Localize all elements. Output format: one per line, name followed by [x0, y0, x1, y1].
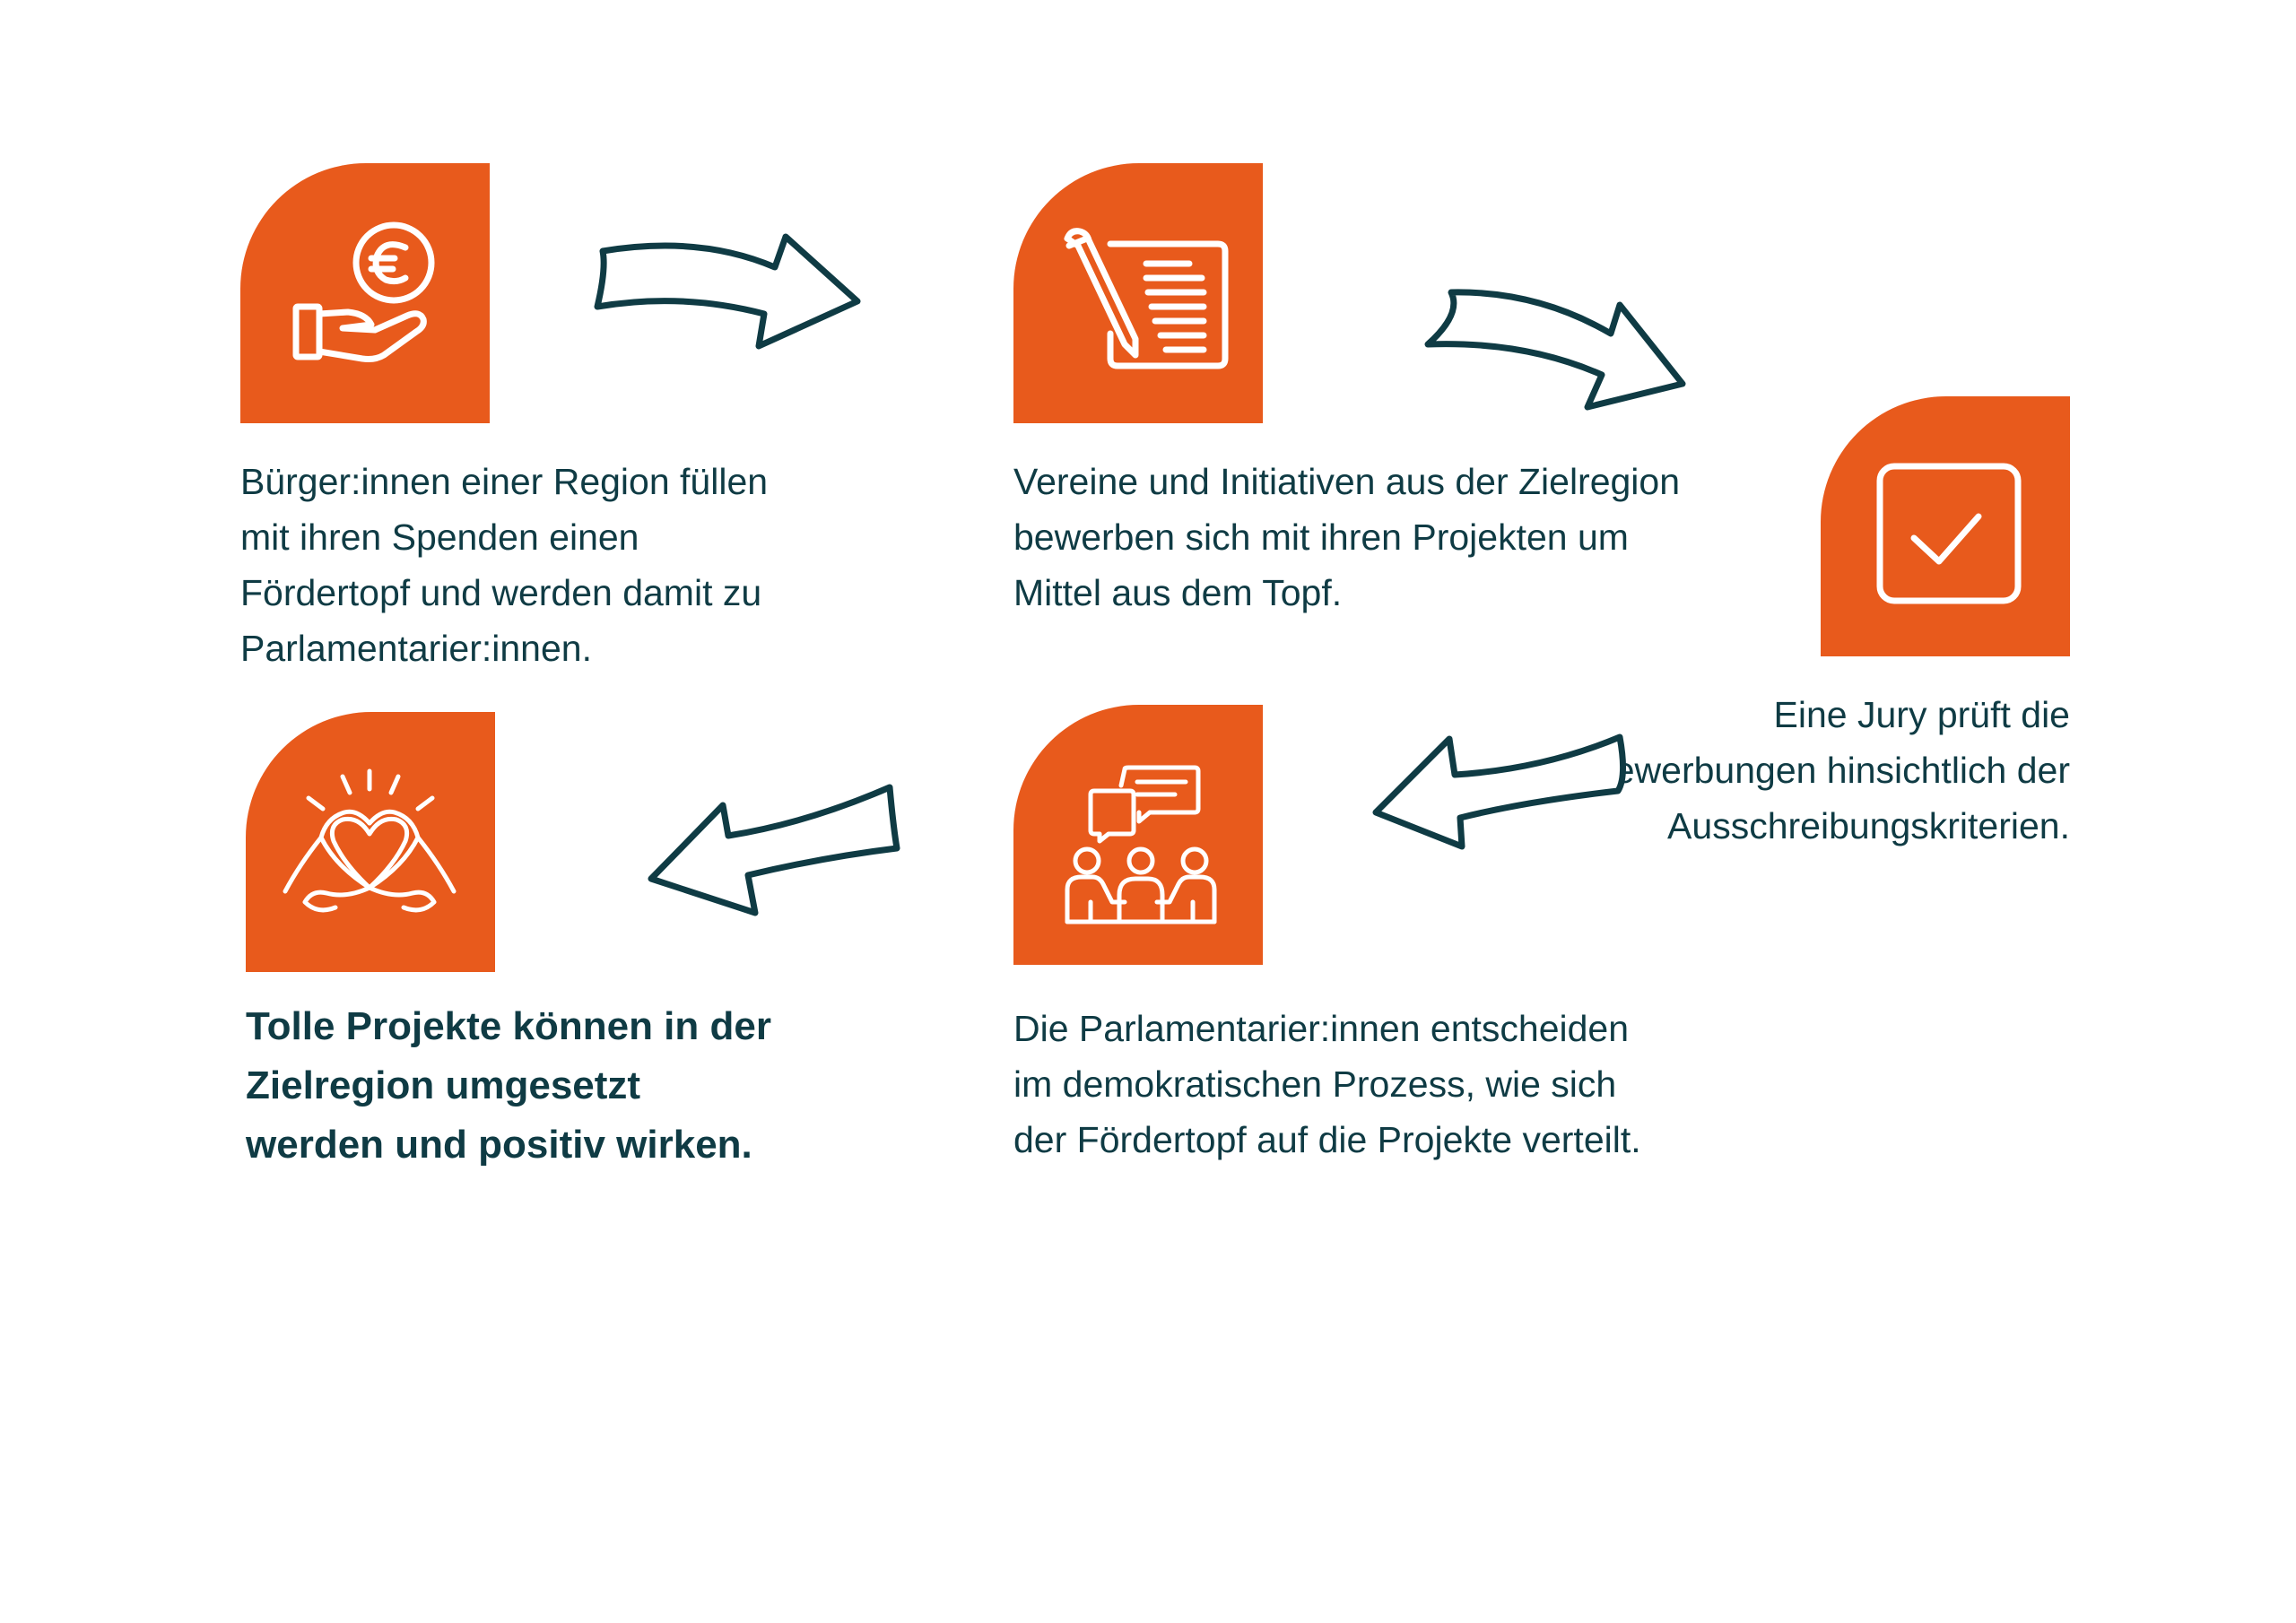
- arrow-step4-to-step5: [648, 784, 900, 916]
- heart-hands-icon: [283, 768, 457, 913]
- meeting-discussion-icon: [1065, 765, 1217, 924]
- step-2-text: Vereine und Initiativen aus der Zielregi…: [1013, 461, 1681, 613]
- hand-euro-icon: [292, 221, 435, 362]
- checkbox-icon: [1876, 463, 2022, 604]
- step-1-tile: [240, 163, 490, 423]
- step-2-tile: [1013, 163, 1263, 423]
- document-pencil-icon: [1064, 228, 1229, 369]
- arrow-step2-to-step3: [1424, 289, 1686, 411]
- step-3-text: Eine Jury prüft die Bewerbungen hinsicht…: [1589, 694, 2070, 846]
- step-5-text: Tolle Projekte können in der Zielregion …: [246, 1004, 771, 1167]
- step-4-tile: [1013, 705, 1263, 965]
- step-1-text: Bürger:innen einer Region füllen mit ihr…: [240, 461, 769, 669]
- step-4-text: Die Parlamentarier:innen entscheiden im …: [1013, 1008, 1641, 1160]
- arrow-step1-to-step2: [594, 233, 861, 350]
- step-5-tile: [246, 712, 495, 972]
- step-3-tile: [1821, 396, 2070, 656]
